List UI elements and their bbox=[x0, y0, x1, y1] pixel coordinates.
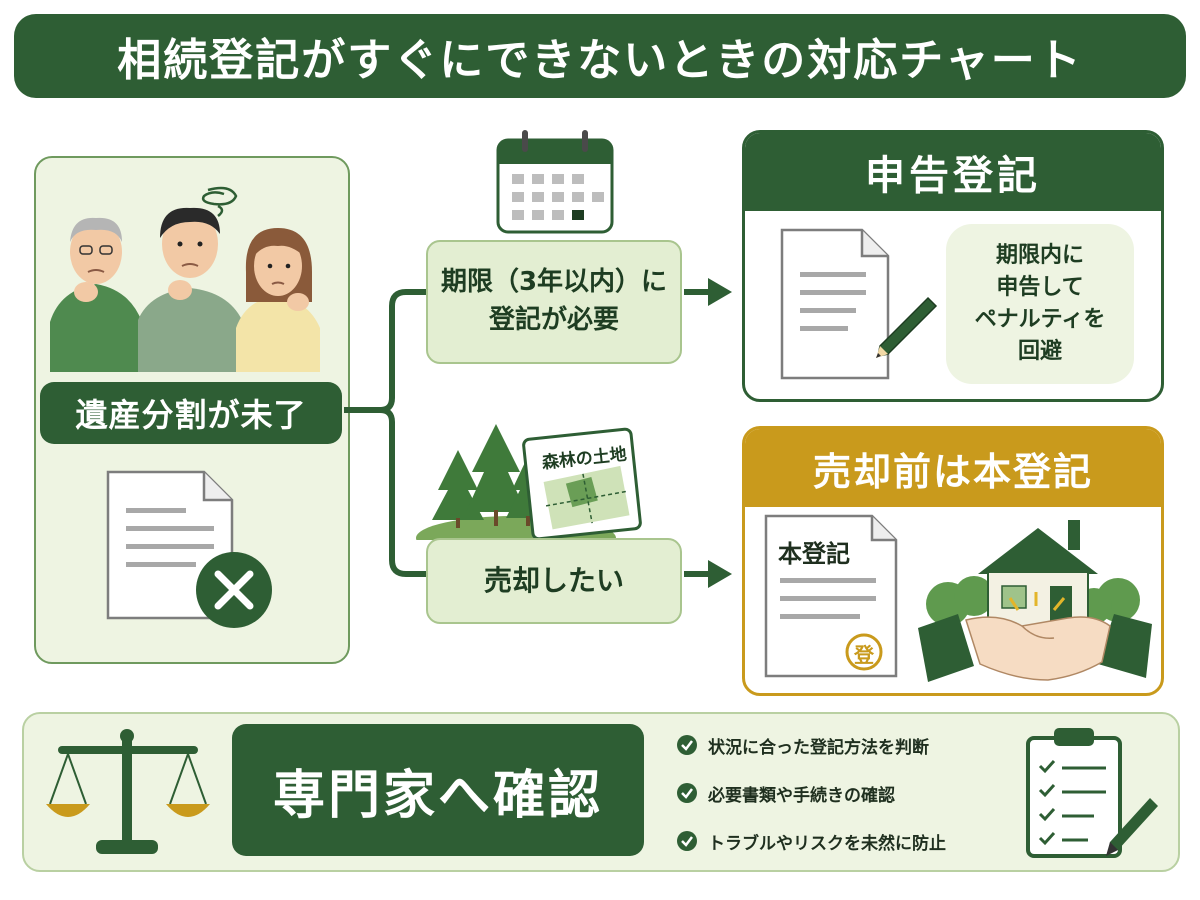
worry-swirl-icon bbox=[201, 186, 238, 217]
person-young-man bbox=[138, 207, 242, 372]
branch-sell-pill: 売却したい bbox=[426, 538, 682, 624]
checklist-item: 必要書類や手続きの確認 bbox=[676, 778, 996, 808]
check-circle-icon bbox=[677, 831, 697, 851]
clipboard-checklist-icon bbox=[1026, 728, 1158, 858]
arrow-right-icon-bottom bbox=[684, 560, 732, 588]
arrow-right-icon-top bbox=[684, 278, 732, 306]
document-icon bbox=[780, 228, 890, 380]
forest-land-illustration bbox=[416, 424, 642, 540]
pencil-icon bbox=[876, 296, 938, 358]
land-map-icon bbox=[522, 427, 642, 540]
page-title: 相続登記がすぐにできないときの対応チャート bbox=[117, 35, 1083, 86]
pen-icon bbox=[1106, 798, 1158, 856]
calendar-icon bbox=[496, 130, 614, 234]
card-top-header: 申告登記 bbox=[745, 133, 1161, 211]
worried-people-illustration bbox=[50, 186, 320, 372]
seal-character: 登 bbox=[854, 642, 874, 667]
registration-seal-icon bbox=[845, 633, 883, 671]
registration-document-illustration bbox=[764, 514, 898, 678]
card-bottom-header: 売却前は本登記 bbox=[745, 429, 1161, 507]
check-circle-icon bbox=[677, 783, 697, 803]
scales-of-justice-icon bbox=[46, 729, 210, 854]
document-pen-illustration bbox=[780, 228, 938, 380]
title-banner: 相続登記がすぐにできないときの対応チャート bbox=[14, 14, 1186, 98]
status-undivided-estate: 遺産分割が未了 bbox=[40, 382, 342, 444]
branch-connector bbox=[344, 278, 732, 588]
branch-deadline-pill: 期限（3年以内）に 登記が必要 bbox=[426, 240, 682, 364]
house-handshake-illustration bbox=[918, 520, 1152, 682]
rejected-document-illustration bbox=[106, 470, 272, 628]
consult-expert-box: 専門家へ確認 bbox=[232, 724, 644, 856]
check-circle-icon bbox=[677, 735, 697, 755]
checklist-item: トラブルやリスクを未然に防止 bbox=[676, 826, 996, 856]
person-older-man bbox=[50, 217, 142, 372]
checklist-item: 状況に合った登記方法を判断 bbox=[676, 730, 996, 760]
person-woman bbox=[236, 228, 320, 372]
declaration-benefit-bubble: 期限内に 申告して ペナルティを 回避 bbox=[946, 224, 1134, 384]
handshake-icon bbox=[918, 614, 1152, 682]
checklist: 状況に合った登記方法を判断 必要書類や手続きの確認 トラブルやリスクを未然に防止 bbox=[676, 730, 996, 856]
registration-doc-title: 本登記 bbox=[778, 540, 850, 568]
x-mark-icon bbox=[196, 552, 272, 628]
spark-icon bbox=[1008, 592, 1066, 611]
